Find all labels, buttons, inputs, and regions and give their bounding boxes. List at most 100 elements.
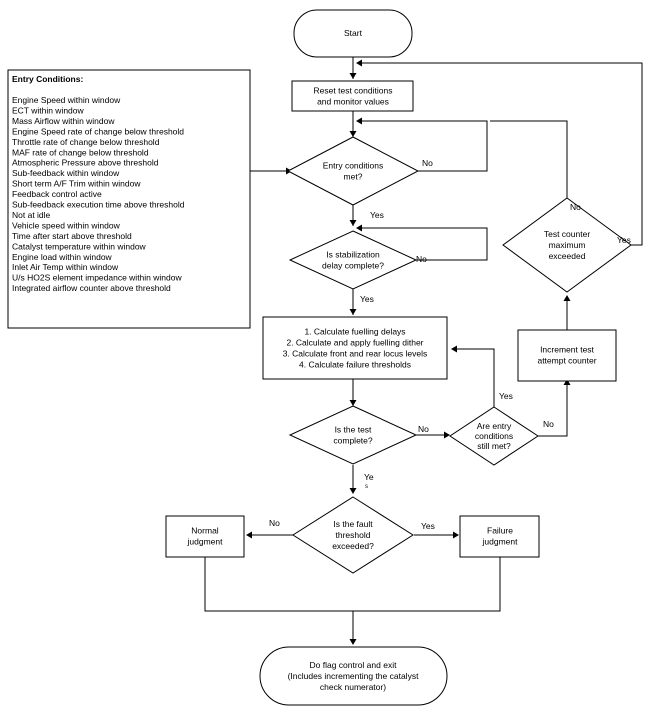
- line-max-yes: [360, 62, 643, 246]
- label-still-no: No: [543, 419, 554, 429]
- entry-condition-item: Throttle rate of change below threshold: [12, 137, 160, 147]
- still-met-diamond: [449, 406, 539, 466]
- label-test-yes: Ye: [364, 472, 374, 482]
- label-entry-no: No: [422, 158, 433, 168]
- test-complete-text-line: complete?: [333, 436, 372, 446]
- entry-condition-item: Sub-feedback within window: [12, 168, 120, 178]
- reset-box: [291, 80, 414, 112]
- arrow-start-reset: [349, 73, 357, 79]
- entry-condition-item: Atmospheric Pressure above threshold: [12, 158, 159, 168]
- arrow-reset-entry: [349, 131, 357, 137]
- entry-condition-item: Vehicle speed within window: [12, 220, 121, 230]
- increment-box: [517, 329, 617, 382]
- still-met-text-line: Are entry: [477, 421, 512, 431]
- entry-conditions-title: Entry Conditions:: [12, 74, 83, 84]
- line-still-yes: [455, 348, 495, 407]
- connector-lines: [204, 57, 643, 645]
- max-exceeded-text-line: exceeded: [549, 251, 586, 261]
- label-entry-yes: Yes: [370, 210, 384, 220]
- entry-condition-item: Catalyst temperature within window: [12, 241, 147, 251]
- arrow-merge-exit: [349, 639, 357, 645]
- calculate-text-line: 1. Calculate fuelling delays: [304, 327, 405, 337]
- fault-exceeded-text-line: Is the fault: [333, 519, 373, 529]
- entry-condition-item: Engine Speed within window: [12, 95, 121, 105]
- entry-condition-item: Mass Airflow within window: [12, 116, 115, 126]
- max-exceeded-text-line: Test counter: [544, 229, 590, 239]
- entry-condition-item: Not at idle: [12, 210, 51, 220]
- failure-judgment-box: [459, 515, 540, 558]
- start-text-line: Start: [344, 28, 363, 38]
- entry-condition-item: Integrated airflow counter above thresho…: [12, 283, 171, 293]
- arrow-stab-calc: [349, 309, 357, 315]
- calculate-text-line: 4. Calculate failure thresholds: [299, 360, 411, 370]
- arrow-fault-normal: [246, 531, 252, 539]
- entry-condition-item: Short term A/F Trim within window: [12, 179, 141, 189]
- label-max-no: No: [570, 202, 581, 212]
- increment-text-line: Increment test: [540, 345, 594, 355]
- max-exceeded-diamond: [502, 197, 632, 293]
- arrow-test-fault: [349, 488, 357, 494]
- test-complete-diamond: [288, 405, 418, 465]
- entry-conditions-box: [7, 69, 251, 329]
- entry-condition-item: ECT within window: [12, 105, 85, 115]
- test-complete-text-line: Is the test: [335, 425, 372, 435]
- entry-condition-item: Inlet Air Temp within window: [12, 262, 119, 272]
- arrow-calc-test: [349, 400, 357, 406]
- exit-text-line: (Includes incrementing the catalyst: [288, 671, 420, 681]
- entry-condition-item: Engine Speed rate of change below thresh…: [12, 126, 184, 136]
- normal-judgment-box: [165, 515, 245, 558]
- entry-met-text-line: met?: [344, 172, 363, 182]
- line-still-no: [538, 383, 568, 437]
- entry-condition-item: MAF rate of change below threshold: [12, 147, 149, 157]
- fault-exceeded-text-line: threshold: [336, 530, 371, 540]
- arrow-incr-max: [563, 295, 571, 301]
- line-stab-no: [360, 227, 488, 261]
- label-stab-yes: Yes: [360, 294, 374, 304]
- failure-judgment-text-line: judgment: [482, 537, 519, 547]
- stabilization-diamond: [288, 230, 418, 290]
- normal-judgment-text-line: judgment: [187, 537, 224, 547]
- label-stab-no: No: [416, 254, 427, 264]
- arrow-fault-failure: [453, 531, 459, 539]
- entry-condition-item: Engine load within window: [12, 252, 113, 262]
- fault-exceeded-text-line: exceeded?: [332, 541, 374, 551]
- label-test-yes-s: s: [365, 484, 368, 490]
- line-max-no: [490, 120, 568, 202]
- exit-text-line: Do flag control and exit: [310, 660, 398, 670]
- arrow-test-still: [444, 431, 450, 439]
- calculate-text-line: 2. Calculate and apply fuelling dither: [286, 338, 423, 348]
- start-terminator: [293, 9, 413, 58]
- max-exceeded-text-line: maximum: [549, 240, 586, 250]
- stabilization-text-line: Is stabilization: [326, 250, 380, 260]
- label-still-yes: Yes: [499, 391, 513, 401]
- exit-terminator: [259, 646, 448, 706]
- entry-met-diamond: [286, 136, 420, 206]
- entry-condition-item: Feedback control active: [12, 189, 102, 199]
- label-fault-no: No: [269, 518, 280, 528]
- failure-judgment-text-line: Failure: [487, 526, 513, 536]
- label-test-no: No: [418, 424, 429, 434]
- normal-judgment-text-line: Normal: [191, 526, 219, 536]
- still-met-text-line: still met?: [477, 441, 511, 451]
- arrow-still-yes: [451, 345, 457, 353]
- label-fault-yes: Yes: [421, 521, 435, 531]
- arrow-stab-no: [356, 224, 362, 232]
- entry-condition-item: U/s HO2S element impedance within window: [12, 273, 182, 283]
- increment-text-line: attempt counter: [537, 356, 596, 366]
- line-entry-no: [360, 120, 488, 172]
- reset-text-line: Reset test conditions: [314, 86, 393, 96]
- arrow-still-no: [563, 379, 571, 385]
- label-max-yes: Yes: [617, 235, 631, 245]
- stabilization-text-line: delay complete?: [322, 261, 384, 271]
- entry-met-text-line: Entry conditions: [323, 161, 383, 171]
- still-met-text-line: conditions: [475, 431, 513, 441]
- exit-text-line: check numerator): [320, 682, 386, 692]
- arrow-entry-stab: [349, 220, 357, 226]
- entry-condition-item: Time after start above threshold: [12, 231, 132, 241]
- fault-exceeded-diamond: [292, 496, 414, 574]
- calculate-text-line: 3. Calculate front and rear locus levels: [283, 349, 428, 359]
- arrow-max-yes: [356, 59, 362, 67]
- flowchart-shapes: Entry Conditions: Engine Speed within win…: [7, 9, 632, 706]
